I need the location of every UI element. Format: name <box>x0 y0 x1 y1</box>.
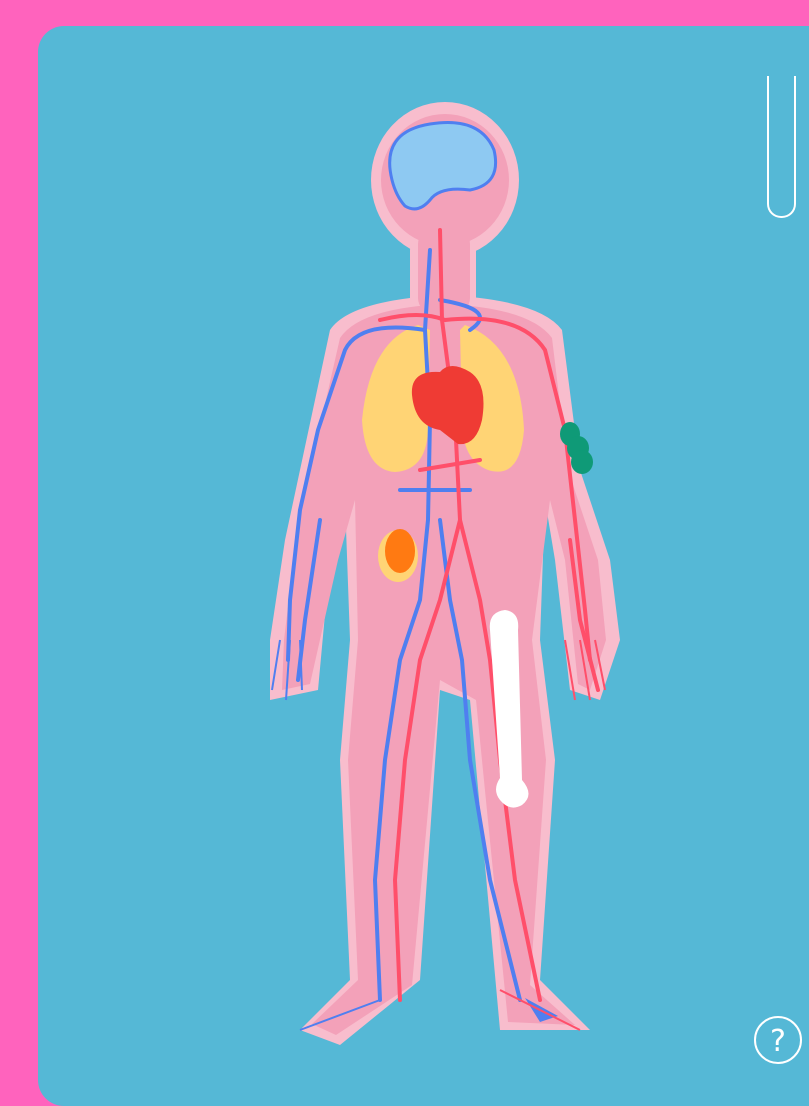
human-body-illustration <box>38 26 809 1073</box>
test-tube-icon[interactable] <box>767 76 796 218</box>
help-button[interactable]: ? <box>754 1016 802 1064</box>
scene-panel: ? <box>38 26 809 1106</box>
help-icon: ? <box>770 1024 786 1059</box>
